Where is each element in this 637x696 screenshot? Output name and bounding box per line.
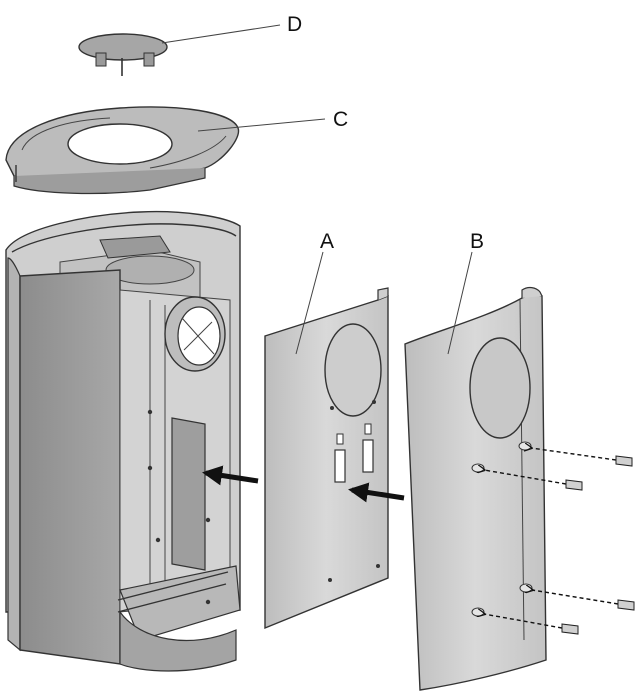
screw-3 — [532, 590, 635, 611]
leader-line-a — [295, 251, 324, 355]
label-d: D — [287, 13, 302, 36]
arrow-panel-a-to-body — [202, 465, 259, 486]
panel-b-hole-1 — [518, 441, 532, 451]
screw-1 — [531, 448, 633, 467]
screw-2 — [484, 470, 583, 491]
part-d-cap — [78, 33, 168, 76]
leader-line-b — [447, 251, 473, 355]
panel-b-hole-2 — [471, 463, 485, 473]
panel-b-hole-3 — [519, 583, 533, 593]
panel-b-hole-4 — [471, 607, 485, 617]
stove-body — [5, 210, 241, 672]
part-a-inner-panel — [264, 287, 389, 630]
leader-line-c — [197, 118, 326, 132]
label-b: B — [470, 230, 484, 253]
screw-4 — [484, 614, 579, 635]
part-b-outer-panel — [404, 286, 547, 691]
label-a: A — [320, 230, 334, 253]
part-c-top-plate — [5, 106, 240, 195]
label-c: C — [333, 108, 348, 131]
leader-line-d — [161, 24, 281, 44]
arrow-panel-b-to-a — [348, 482, 405, 503]
